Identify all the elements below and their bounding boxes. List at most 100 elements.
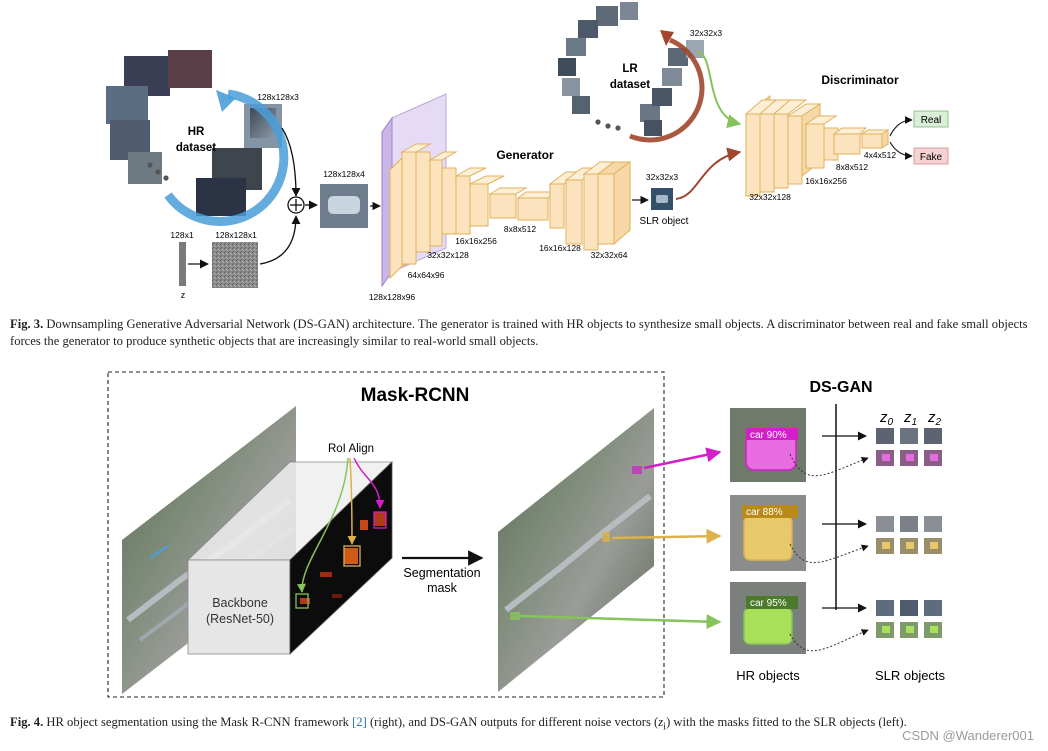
gen-block-top [454, 167, 487, 177]
slr-thumb [876, 516, 894, 532]
lr-to-disc-arrow [697, 51, 742, 129]
dim-g6: 16x16x128 [539, 243, 581, 253]
dim-g4: 16x16x256 [455, 236, 497, 246]
disc-to-fake-arrow [889, 141, 913, 160]
det-label-3: car 95% [750, 598, 787, 609]
roi-arrow-magenta [353, 457, 385, 509]
lr-thumb [620, 2, 638, 20]
slr-mask [930, 626, 938, 633]
ellipsis-dot [605, 123, 611, 129]
slr-mask [882, 542, 890, 549]
dim-lr-in: 32x32x3 [690, 28, 722, 38]
slr-mask [906, 626, 914, 633]
slr-grid-3 [876, 600, 942, 638]
disc-block-top [804, 115, 838, 125]
det-label-2: car 88% [746, 507, 783, 518]
discriminator-label: Discriminator [821, 73, 899, 87]
disc-block [745, 113, 761, 197]
fig3-caption-label: Fig. 3. [10, 317, 44, 331]
slr-thumb [876, 428, 894, 444]
fig4-caption-label: Fig. 4. [10, 715, 44, 729]
disc-to-real-arrow [889, 116, 913, 137]
ellipsis-dot [163, 175, 169, 181]
dim-g7: 32x32x64 [591, 250, 628, 260]
hr-thumb [106, 86, 148, 124]
hr-object-1: car 90% [730, 408, 806, 482]
hr-label: HR [188, 126, 205, 138]
hr-to-concat-arrow [281, 127, 301, 197]
hr-dataset-word: dataset [176, 142, 216, 154]
ellipsis-dot [615, 125, 621, 131]
feature-hot [320, 572, 332, 577]
hr-objects-label: HR objects [736, 668, 800, 683]
hr-object-3: car 95% [730, 582, 806, 654]
hr-arrow-green [519, 614, 722, 630]
dim-d1: 32x32x128 [749, 192, 791, 202]
real-label: Real [921, 115, 942, 126]
gen-block [401, 151, 417, 265]
lr-thumb [596, 6, 618, 26]
fig3-architecture: HR dataset 128x128x3 128x1 z 128x128x1 1… [106, 2, 949, 302]
slr-mask [906, 542, 914, 549]
real-box [913, 110, 949, 128]
dim-noise-vec: 128x1 [170, 230, 193, 240]
fig4-caption-pre: HR object segmentation using the Mask R-… [46, 715, 349, 729]
generator [381, 93, 632, 288]
slr-thumb [876, 600, 894, 616]
dim-g5: 8x8x512 [504, 224, 536, 234]
backbone-label: Backbone [212, 596, 268, 610]
disc-block [773, 113, 789, 189]
slr-mask [930, 454, 938, 461]
disc-block-side [881, 129, 889, 149]
fig4-caption-zi-sub: i [663, 721, 667, 733]
slr-mask [882, 454, 890, 461]
gen-block [597, 173, 615, 245]
noise-to-concat-arrow [259, 215, 301, 265]
gen-block [469, 183, 489, 227]
det-label-bg [746, 596, 798, 609]
lr-thumb [668, 48, 688, 66]
lr-dataset-word: dataset [610, 79, 650, 91]
mask-fit-dotted-1 [789, 453, 869, 477]
disc-block [787, 115, 803, 185]
fig4-caption: Fig. 4. HR object segmentation using the… [10, 714, 1044, 736]
disc-block [759, 113, 775, 193]
seg-mask-gold [602, 532, 610, 542]
seg-mask-label-2: mask [427, 581, 458, 595]
z-label: z [181, 290, 186, 300]
lr-label: LR [622, 63, 638, 75]
gen-block-top [488, 187, 528, 195]
gen-block [549, 183, 565, 229]
mask-fit-dotted-2 [789, 543, 869, 564]
gen-block [415, 151, 431, 253]
dim-hr-in: 128x128x3 [257, 92, 299, 102]
hr-crop-mask [743, 515, 793, 561]
gen-block [517, 197, 549, 221]
lr-thumb [578, 20, 598, 38]
lr-thumb [662, 68, 682, 86]
disc-block [805, 123, 825, 169]
fig4-caption-ref[interactable]: [2] [352, 715, 367, 729]
noise-vector [179, 242, 186, 286]
concat-car [328, 196, 360, 214]
roi-arrow-green [297, 457, 349, 593]
hr-thumb [196, 178, 246, 216]
slr-object-car [656, 195, 668, 203]
dim-d3: 8x8x512 [836, 162, 868, 172]
fig4-caption-mid: (right), and DS-GAN outputs for differen… [369, 715, 659, 729]
gen-block-top [428, 151, 458, 161]
disc-block-top [832, 127, 868, 135]
disc-block [861, 133, 883, 149]
disc-block [833, 133, 861, 155]
disc-block-top [772, 99, 808, 115]
gen-block [429, 159, 443, 247]
ds-gan-title: DS-GAN [809, 379, 872, 396]
slr-to-disc-arrow [675, 147, 742, 200]
feature-hot [344, 548, 358, 564]
fig4-caption-post: ) with the masks fitted to the SLR objec… [666, 715, 907, 729]
hr-dataset-cluster: HR dataset 128x128x3 [106, 50, 299, 226]
slr-thumb [924, 600, 942, 616]
generator-label: Generator [496, 148, 554, 162]
gen-block [583, 173, 599, 251]
